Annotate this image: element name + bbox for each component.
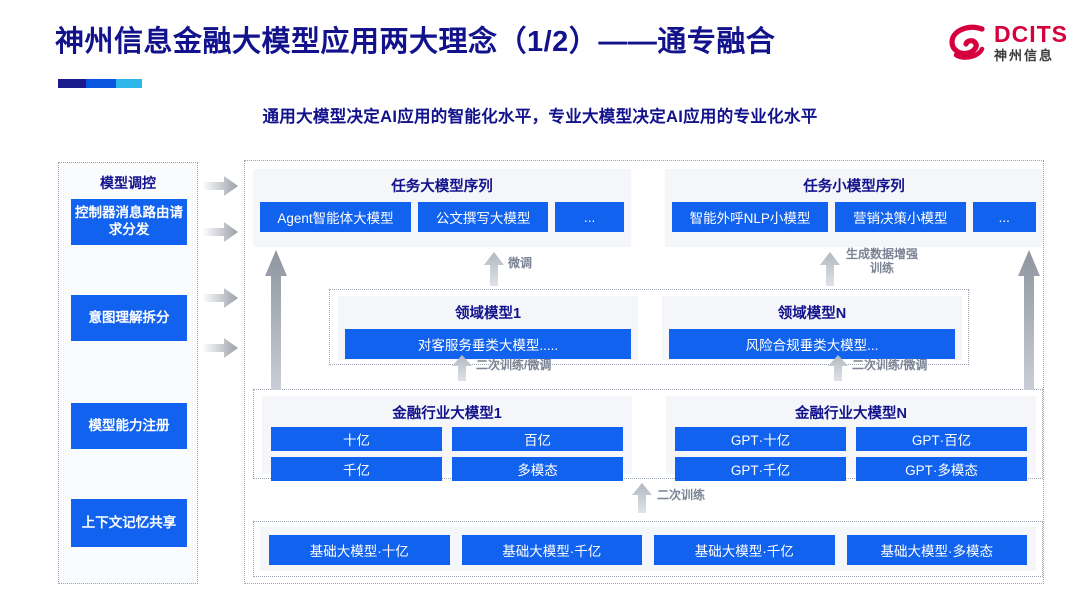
chip-customer-service-model[interactable]: 对客服务垂类大模型.....: [345, 329, 631, 359]
domain-model-1-chip-row: 对客服务垂类大模型.....: [338, 323, 638, 366]
logo-cn-text: 神州信息: [994, 47, 1055, 63]
base-model-panel: 基础大模型·十亿 基础大模型·千亿 基础大模型·千亿 基础大模型·多模态: [260, 527, 1036, 571]
base-model-group: 基础大模型·十亿 基础大模型·千亿 基础大模型·千亿 基础大模型·多模态: [253, 521, 1043, 577]
chip-task-large-more[interactable]: ...: [555, 202, 624, 232]
domain-model-group: 领域模型1 对客服务垂类大模型..... 领域模型N 风险合规垂类大模型...: [329, 289, 969, 365]
chip-risk-compliance-model[interactable]: 风险合规垂类大模型...: [669, 329, 955, 359]
chip-base-hundred-billion-2[interactable]: 基础大模型·千亿: [654, 535, 835, 565]
arrow-label-retrain-finetune-right: 二次训练/微调: [852, 358, 928, 372]
domain-model-1-title: 领域模型1: [454, 306, 522, 322]
finance-model-1-panel: 金融行业大模型1 十亿 百亿 千亿 多模态: [262, 396, 632, 481]
chip-fin1-billion[interactable]: 十亿: [271, 427, 442, 451]
chip-base-billion[interactable]: 基础大模型·十亿: [269, 535, 450, 565]
logo-text: DCITS 神州信息: [994, 20, 1068, 63]
arrow-label-data-augment: 生成数据增强 训练: [846, 247, 919, 275]
sidebar-panel: 模型调控 控制器消息路由请求分发 意图理解拆分 模型能力注册 上下文记忆共享: [58, 162, 198, 584]
chip-marketing-decision-model[interactable]: 营销决策小模型: [835, 202, 966, 232]
task-large-model-title: 任务大模型序列: [391, 179, 493, 195]
task-small-model-panel: 任务小模型序列 智能外呼NLP小模型 营销决策小模型 ...: [665, 169, 1043, 247]
accent-segment-1: [58, 79, 86, 88]
chip-base-multimodal[interactable]: 基础大模型·多模态: [846, 535, 1027, 565]
finance-model-n-panel: 金融行业大模型N GPT·十亿 GPT·百亿 GPT·千亿 GPT·多模态: [666, 396, 1036, 481]
task-large-model-chip-row: Agent智能体大模型 公文撰写大模型 ...: [253, 196, 631, 239]
page-title: 神州信息金融大模型应用两大理念（1/2）——通专融合: [55, 26, 776, 58]
chip-document-writing-model[interactable]: 公文撰写大模型: [417, 202, 549, 232]
finance-model-n-chip-grid: GPT·十亿 GPT·百亿 GPT·千亿 GPT·多模态: [666, 423, 1036, 487]
sidebar-item-context-memory[interactable]: 上下文记忆共享: [71, 499, 187, 547]
main-architecture-container: 任务大模型序列 Agent智能体大模型 公文撰写大模型 ... 任务小模型序列 …: [244, 160, 1044, 584]
sidebar-title: 模型调控: [100, 175, 156, 191]
finance-model-n-title: 金融行业大模型N: [795, 406, 907, 422]
arrow-label-retrain-finetune-left: 二次训练/微调: [476, 358, 552, 372]
chip-finn-gpt-billion[interactable]: GPT·十亿: [675, 427, 846, 451]
chip-task-small-more[interactable]: ...: [972, 202, 1036, 232]
dcits-swirl-icon: [949, 24, 985, 60]
flow-arrow-right-3: [202, 288, 238, 308]
dcits-logo: DCITS 神州信息: [948, 22, 1068, 62]
arrow-label-retrain: 二次训练: [657, 488, 706, 502]
chip-base-hundred-billion-1[interactable]: 基础大模型·千亿: [461, 535, 642, 565]
flow-arrow-up-retrain-base: [632, 483, 652, 513]
flow-arrow-up-tall-left: [265, 250, 287, 390]
accent-segment-3: [116, 79, 142, 88]
domain-model-n-chip-row: 风险合规垂类大模型...: [662, 323, 962, 366]
chip-outbound-nlp-model[interactable]: 智能外呼NLP小模型: [672, 202, 829, 232]
base-model-chip-row: 基础大模型·十亿 基础大模型·千亿 基础大模型·千亿 基础大模型·多模态: [260, 527, 1036, 573]
chip-finn-gpt-hundred-billion[interactable]: GPT·千亿: [675, 457, 846, 481]
chip-fin1-ten-billion[interactable]: 百亿: [452, 427, 623, 451]
page-subtitle: 通用大模型决定AI应用的智能化水平，专业大模型决定AI应用的专业化水平: [262, 108, 818, 126]
flow-arrow-up-tall-right: [1018, 250, 1040, 390]
chip-agent-model[interactable]: Agent智能体大模型: [260, 202, 411, 232]
domain-model-n-title: 领域模型N: [777, 306, 847, 322]
sidebar-item-controller-routing[interactable]: 控制器消息路由请求分发: [71, 199, 187, 245]
logo-en-text: DCITS: [994, 20, 1068, 47]
chip-fin1-multimodal[interactable]: 多模态: [452, 457, 623, 481]
flow-arrow-right-1: [202, 176, 238, 196]
task-small-model-title: 任务小模型序列: [803, 179, 905, 195]
flow-arrow-up-retrain-right: [828, 355, 848, 381]
task-small-model-chip-row: 智能外呼NLP小模型 营销决策小模型 ...: [665, 196, 1043, 239]
chip-finn-gpt-multimodal[interactable]: GPT·多模态: [856, 457, 1027, 481]
title-accent-bar: [58, 79, 142, 88]
flow-arrow-right-2: [202, 222, 238, 242]
flow-arrow-right-4: [202, 338, 238, 358]
domain-model-1-panel: 领域模型1 对客服务垂类大模型.....: [338, 296, 638, 360]
accent-segment-2: [86, 79, 116, 88]
finance-model-1-title: 金融行业大模型1: [392, 406, 502, 422]
flow-arrow-up-retrain-left: [452, 355, 472, 381]
chip-finn-gpt-ten-billion[interactable]: GPT·百亿: [856, 427, 1027, 451]
sidebar-item-intent-parsing[interactable]: 意图理解拆分: [71, 295, 187, 341]
flow-arrow-up-finetune: [484, 252, 504, 286]
task-large-model-panel: 任务大模型序列 Agent智能体大模型 公文撰写大模型 ...: [253, 169, 631, 247]
arrow-label-finetune: 微调: [508, 256, 533, 270]
chip-fin1-hundred-billion[interactable]: 千亿: [271, 457, 442, 481]
finance-industry-model-group: 金融行业大模型1 十亿 百亿 千亿 多模态 金融行业大模型N GPT·十亿 GP…: [253, 389, 1043, 481]
domain-model-n-panel: 领域模型N 风险合规垂类大模型...: [662, 296, 962, 360]
finance-model-1-chip-grid: 十亿 百亿 千亿 多模态: [262, 423, 632, 487]
flow-arrow-up-data-augment: [820, 252, 840, 286]
sidebar-item-capability-registry[interactable]: 模型能力注册: [71, 403, 187, 449]
